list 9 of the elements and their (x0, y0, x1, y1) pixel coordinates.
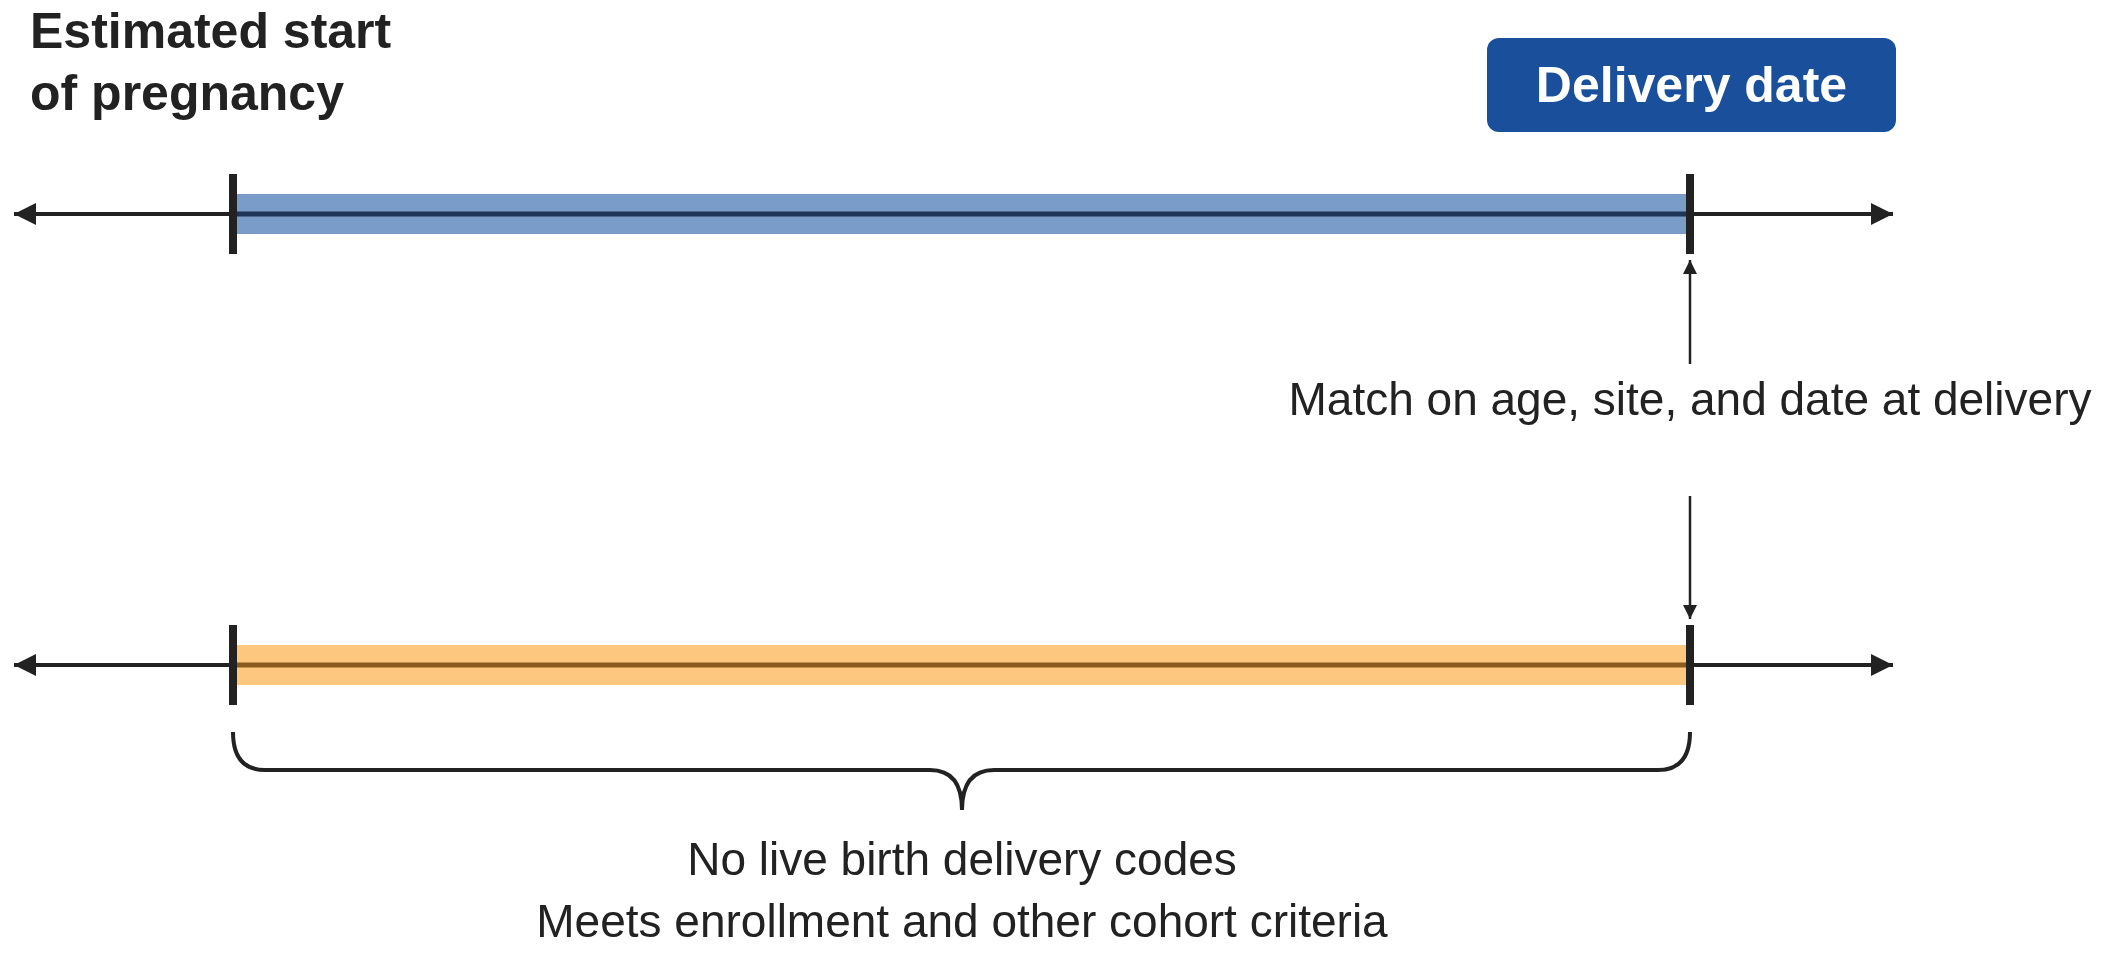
criteria-note: Meets enrollment and other cohort criteria (535, 894, 1389, 949)
arrow (1683, 260, 1697, 364)
delivery-tick (1686, 174, 1694, 254)
criteria-note: No live birth delivery codes (686, 832, 1238, 887)
date-badge: Delivery date (1487, 38, 1896, 132)
matching-note: Match on age, site, and date at delivery (1270, 368, 2110, 492)
arrow (1683, 496, 1697, 619)
delivery-tick (1686, 625, 1694, 705)
timeline-start-label: Estimated start of pregnancy (30, 2, 393, 123)
